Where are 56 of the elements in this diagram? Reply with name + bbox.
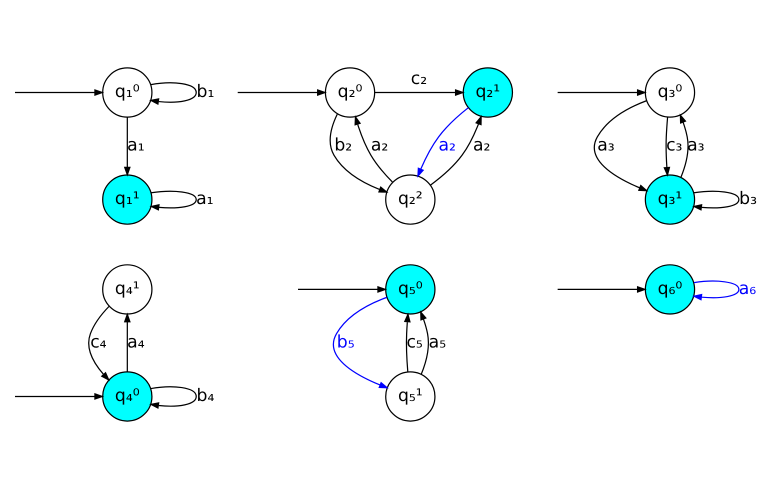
arrow — [594, 100, 648, 192]
edge-label: c₂ — [410, 69, 428, 90]
arrow — [238, 89, 327, 96]
edge-label: a₆ — [738, 278, 756, 299]
edge-label: b₄ — [196, 386, 214, 406]
arrow — [374, 89, 465, 96]
arrow — [332, 296, 389, 388]
edge-label: a₃ — [687, 136, 705, 156]
node-circle: q₂² — [385, 174, 436, 225]
edge-label: a₄ — [127, 332, 145, 352]
arrow — [15, 89, 104, 96]
arrow — [692, 190, 740, 211]
node-circle: q₂¹ — [462, 67, 514, 118]
edge-label: b₅ — [336, 332, 355, 352]
arrow — [558, 89, 647, 96]
arrow — [404, 312, 411, 372]
arrow — [298, 286, 388, 293]
node-circle: q₅⁰ — [385, 264, 436, 315]
edge-label: a₃ — [597, 136, 615, 156]
arrow — [149, 190, 197, 211]
edge-label: b₂ — [334, 136, 352, 156]
edge-label: b₃ — [739, 189, 758, 210]
node-circle: q₅¹ — [385, 371, 436, 422]
edge-label: a₂ — [438, 136, 456, 156]
arrow — [124, 118, 131, 177]
arrow — [417, 107, 469, 178]
node-circle: q₃¹ — [644, 174, 696, 225]
arrow — [149, 82, 197, 105]
edge-label: c₅ — [406, 332, 423, 352]
arrow — [558, 286, 647, 293]
node-circle: q₁⁰ — [102, 67, 153, 118]
edge-label: a₁ — [196, 189, 214, 210]
arrow — [124, 312, 131, 372]
node-circle: q₁¹ — [102, 174, 153, 225]
arrow — [430, 115, 482, 186]
arrow — [663, 117, 670, 177]
edge-label: a₁ — [127, 136, 145, 156]
arrow — [692, 280, 740, 301]
node-circle: q₂⁰ — [324, 67, 376, 118]
edge-label: b₁ — [196, 82, 214, 102]
arrow — [149, 386, 197, 409]
arrow — [420, 310, 429, 375]
edge-label: a₂ — [472, 136, 490, 156]
node-circle: q₄¹ — [102, 264, 153, 315]
edge-label: c₃ — [666, 136, 682, 156]
arrow — [88, 306, 110, 382]
arrow — [680, 113, 689, 178]
edge-label: a₂ — [370, 136, 388, 156]
arrow — [354, 115, 393, 182]
arrow — [330, 114, 388, 193]
node-circle: q₃⁰ — [644, 67, 696, 118]
edge-label: a₅ — [428, 332, 446, 352]
node-circle: q₆⁰ — [644, 264, 696, 315]
node-circle: q₄⁰ — [102, 371, 153, 422]
edge-label: c₄ — [90, 332, 107, 352]
arrow — [15, 393, 104, 400]
